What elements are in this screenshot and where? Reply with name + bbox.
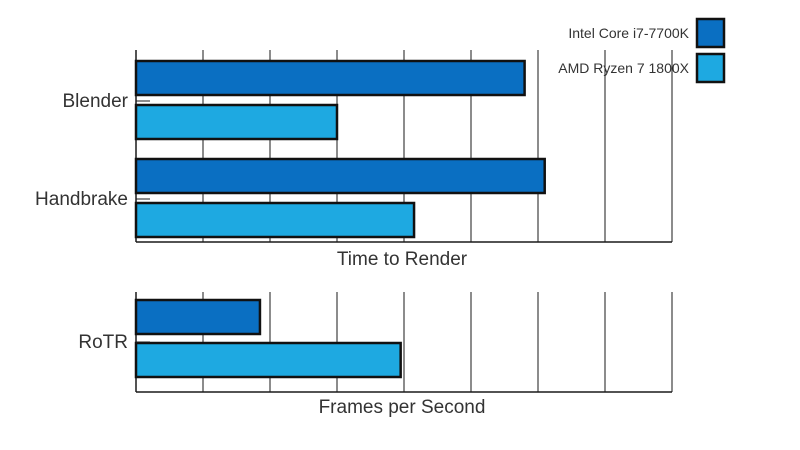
- category-label: RoTR: [78, 332, 128, 353]
- bar-rotr-amd: [134, 341, 402, 379]
- bar-rotr-intel: [134, 298, 262, 336]
- bar-handbrake-intel: [134, 157, 546, 195]
- x-axis-title: Time to Render: [337, 249, 468, 270]
- category-label: Handbrake: [35, 189, 128, 210]
- bar-handbrake-amd: [134, 201, 416, 239]
- category-label: Blender: [63, 91, 129, 112]
- legend-label: Intel Core i7-7700K: [568, 25, 689, 41]
- bar-blender-amd: [134, 103, 339, 141]
- legend-swatch: [695, 52, 726, 84]
- legend-swatch: [695, 17, 726, 49]
- bar-blender-intel: [134, 59, 526, 97]
- x-axis-title: Frames per Second: [319, 397, 486, 418]
- legend-label: AMD Ryzen 7 1800X: [558, 60, 689, 76]
